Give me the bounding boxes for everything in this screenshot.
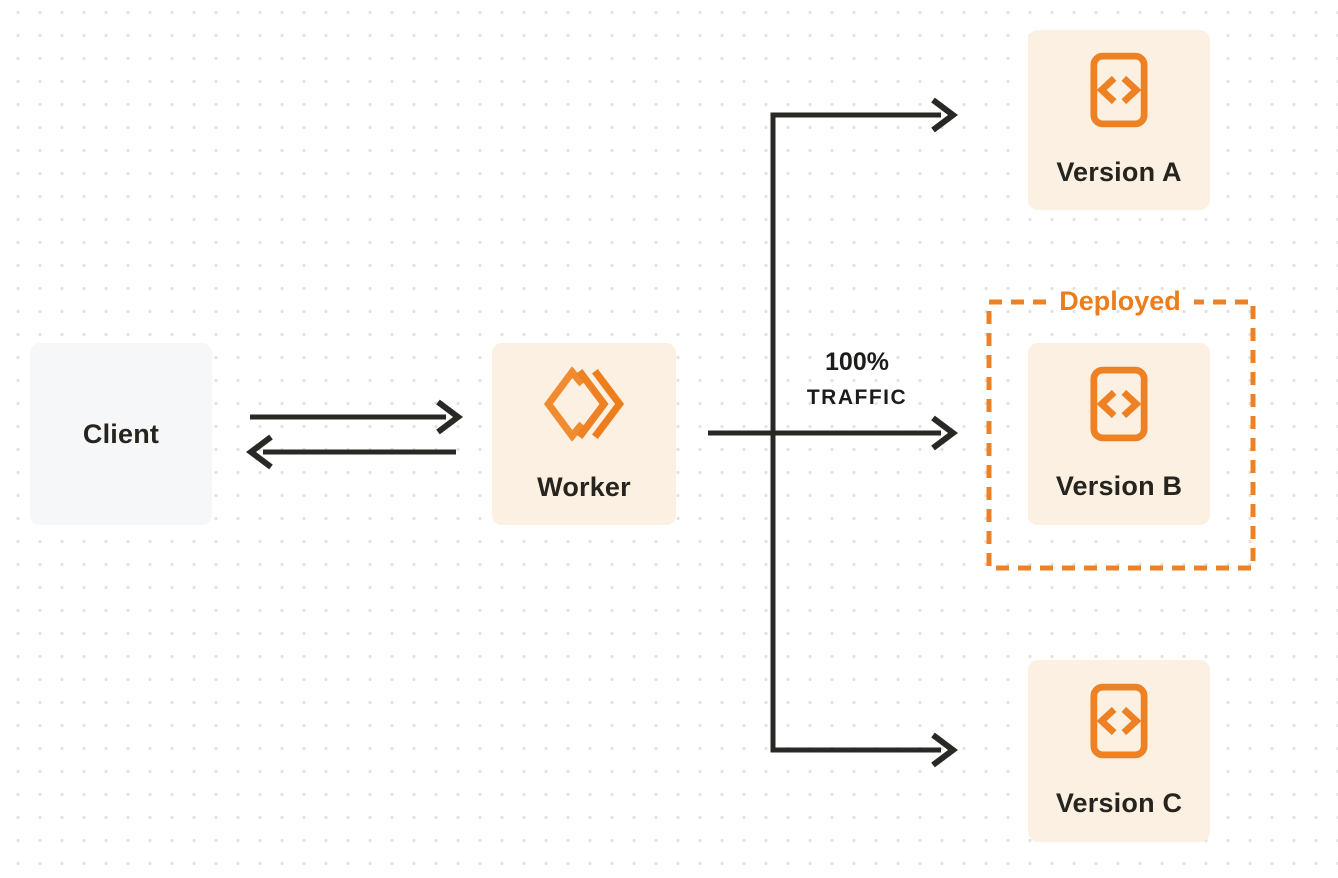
version-a-arrowhead-icon bbox=[931, 97, 958, 133]
traffic-percent-text: 100% bbox=[825, 348, 889, 376]
worker-label: Worker bbox=[537, 472, 631, 502]
deployed-label: Deployed bbox=[1059, 285, 1181, 316]
traffic-label: 100% TRAFFIC bbox=[806, 348, 908, 409]
version-c-node: Version C bbox=[1028, 660, 1210, 842]
worker-to-client-arrowhead-icon bbox=[246, 434, 273, 470]
code-file-icon bbox=[1090, 683, 1148, 764]
client-label: Client bbox=[82, 418, 160, 449]
version-a-label: Version A bbox=[1056, 157, 1182, 187]
version-c-arrowhead-icon bbox=[931, 732, 958, 768]
traffic-arrowhead-icon bbox=[931, 415, 958, 451]
cloudflare-workers-logo-icon bbox=[543, 365, 625, 448]
version-a-node: Version A bbox=[1028, 30, 1210, 210]
version-b-label: Version B bbox=[1055, 471, 1183, 501]
client-to-worker-arrowhead-icon bbox=[436, 399, 463, 435]
version-c-label: Version C bbox=[1055, 788, 1183, 818]
version-b-node: Version B bbox=[1028, 343, 1210, 525]
worker-node: Worker bbox=[492, 343, 676, 525]
client-node: Client bbox=[30, 343, 212, 525]
traffic-word-text: TRAFFIC bbox=[806, 386, 908, 409]
version-branch-line bbox=[770, 112, 941, 753]
code-file-icon bbox=[1090, 52, 1148, 133]
code-file-icon bbox=[1090, 366, 1148, 447]
